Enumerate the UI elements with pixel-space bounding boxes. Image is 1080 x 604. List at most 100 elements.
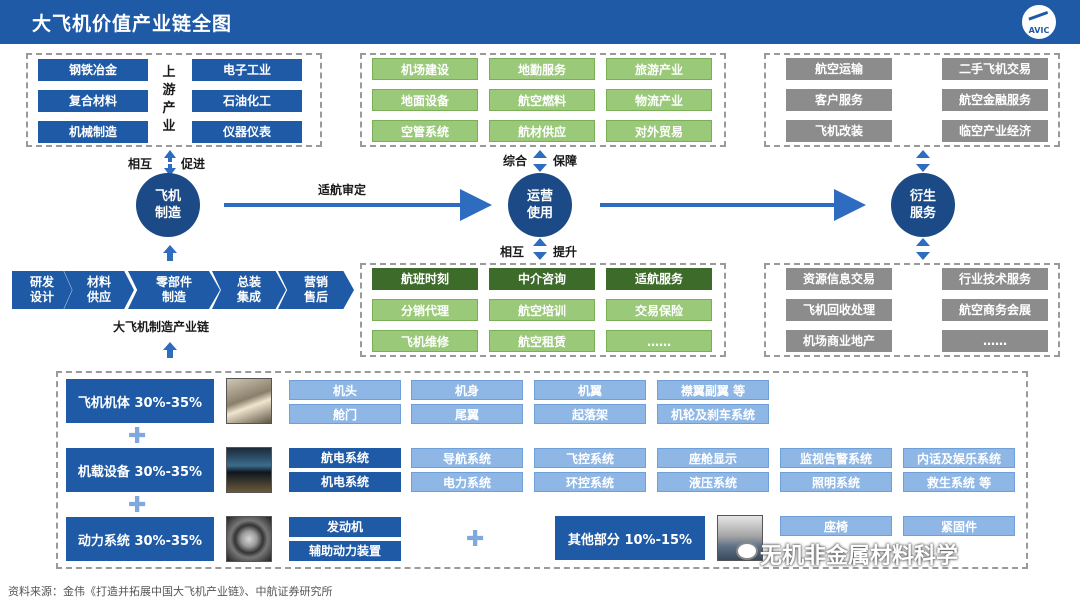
ops-service-item: ……: [606, 330, 712, 352]
node-text: 使用: [526, 206, 553, 221]
component-item: 紧固件: [903, 516, 1015, 536]
component-item: 机头: [289, 380, 401, 400]
component-item: 舱门: [289, 404, 401, 424]
component-item: 座椅: [780, 516, 892, 536]
source-note: 资料来源：金伟《打造并拓展中国大飞机产业链》、中航证券研究所: [8, 585, 333, 598]
operations-support-group: [360, 53, 726, 147]
arrow-derived-bottom: [916, 238, 930, 260]
component-item: 救生系统 等: [903, 472, 1015, 492]
category-power-system: 动力系统 30%-35%: [66, 517, 214, 561]
chain-step: 零部件制造: [128, 271, 220, 309]
derived-item: 飞机改装: [786, 120, 892, 142]
chain-step-text: 材料: [86, 275, 111, 289]
derived-item: 行业技术服务: [942, 268, 1048, 290]
label-guarantee: 保障: [553, 154, 578, 168]
arrow-derived-top: [916, 150, 930, 172]
chain-label: 大飞机制造产业链: [113, 320, 210, 334]
cockpit-photo: [226, 447, 272, 493]
upstream-label-char: 上: [162, 65, 176, 80]
ops-service-item: 交易保险: [606, 299, 712, 321]
derived-item: ……: [942, 330, 1048, 352]
component-item: 机轮及刹车系统: [657, 404, 769, 424]
chain-step-text: 集成: [236, 290, 261, 304]
operations-services-group: [360, 263, 726, 357]
component-item: 电力系统: [411, 472, 523, 492]
derived-item: 航空金融服务: [942, 89, 1048, 111]
component-item: 飞控系统: [534, 448, 646, 468]
component-item: 内话及娱乐系统: [903, 448, 1015, 468]
ops-item: 地面设备: [372, 89, 478, 111]
aircraft-components-group: [56, 371, 1028, 569]
derived-item: 二手飞机交易: [942, 58, 1048, 80]
node-operation-use: 运营使用: [508, 173, 572, 237]
ops-item: 对外贸易: [606, 120, 712, 142]
plus-icon: ✚: [128, 424, 147, 449]
component-item: 襟翼副翼 等: [657, 380, 769, 400]
airframe-photo: [226, 378, 272, 424]
chain-step: 总装集成: [212, 271, 286, 309]
plus-icon: ✚: [128, 493, 147, 518]
ops-service-item: 航空培训: [489, 299, 595, 321]
component-item: 起落架: [534, 404, 646, 424]
component-item: 监视告警系统: [780, 448, 892, 468]
chain-step-text: 总装: [236, 275, 261, 289]
label-airworthiness: 适航审定: [318, 183, 367, 197]
component-item: 液压系统: [657, 472, 769, 492]
arrow-ops-bottom: [533, 238, 547, 260]
derived-item: 机场商业地产: [786, 330, 892, 352]
arrow-upstream-mfg: [164, 150, 176, 176]
node-text: 制造: [154, 206, 181, 221]
upstream-item: 钢铁冶金: [38, 59, 148, 81]
derived-services-group-2: [764, 263, 1060, 357]
chain-step-text: 制造: [161, 290, 186, 304]
engine-photo: [226, 516, 272, 562]
watermark: 无机非金属材料科学: [760, 544, 959, 569]
component-item: 导航系统: [411, 448, 523, 468]
label-integrate: 综合: [503, 154, 528, 168]
derived-item: 临空产业经济: [942, 120, 1048, 142]
node-text: 飞机: [154, 189, 181, 204]
chain-step-text: 研发: [29, 275, 54, 289]
title-bar: [0, 0, 1080, 44]
avic-logo: AVIC: [1020, 3, 1058, 41]
chain-step-text: 设计: [29, 290, 54, 304]
node-text: 服务: [909, 206, 936, 221]
plus-icon: ✚: [466, 527, 485, 552]
arrow-chain-to-mfg: [163, 245, 177, 261]
category-airframe: 飞机机体 30%-35%: [66, 379, 214, 423]
component-item: 尾翼: [411, 404, 523, 424]
upstream-item: 机械制造: [38, 121, 148, 143]
ops-service-item: 航空租赁: [489, 330, 595, 352]
node-text: 运营: [526, 189, 553, 204]
arrow-components-to-chain: [163, 342, 177, 358]
chain-step: 营销售后: [278, 271, 354, 309]
ops-item: 机场建设: [372, 58, 478, 80]
page-title: 大飞机价值产业链全图: [32, 13, 233, 35]
label-mutual-2: 相互: [500, 245, 525, 259]
upstream-label-char: 业: [162, 119, 176, 134]
component-item: 机电系统: [289, 472, 401, 492]
chain-step-text: 零部件: [155, 275, 192, 289]
component-item: 环控系统: [534, 472, 646, 492]
ops-service-item: 航班时刻: [372, 268, 478, 290]
arrow-ops-top: [533, 150, 547, 172]
derived-item: 客户服务: [786, 89, 892, 111]
node-aircraft-manufacturing: 飞机制造: [136, 173, 200, 237]
upstream-item: 复合材料: [38, 90, 148, 112]
component-item: 座舱显示: [657, 448, 769, 468]
derived-item: 航空运输: [786, 58, 892, 80]
component-item: 航电系统: [289, 448, 401, 468]
ops-service-item: 飞机维修: [372, 330, 478, 352]
chain-step: 研发设计: [12, 271, 72, 309]
derived-services-group: [764, 53, 1060, 147]
upstream-item: 石油化工: [192, 90, 302, 112]
chain-step-text: 售后: [303, 290, 328, 304]
ops-item: 地勤服务: [489, 58, 595, 80]
upstream-item: 仪器仪表: [192, 121, 302, 143]
category-avionics-equipment: 机载设备 30%-35%: [66, 448, 214, 492]
derived-item: 飞机回收处理: [786, 299, 892, 321]
logo-text: AVIC: [1028, 26, 1050, 35]
ops-item: 物流产业: [606, 89, 712, 111]
ops-service-item: 中介咨询: [489, 268, 595, 290]
ops-service-item: 分销代理: [372, 299, 478, 321]
